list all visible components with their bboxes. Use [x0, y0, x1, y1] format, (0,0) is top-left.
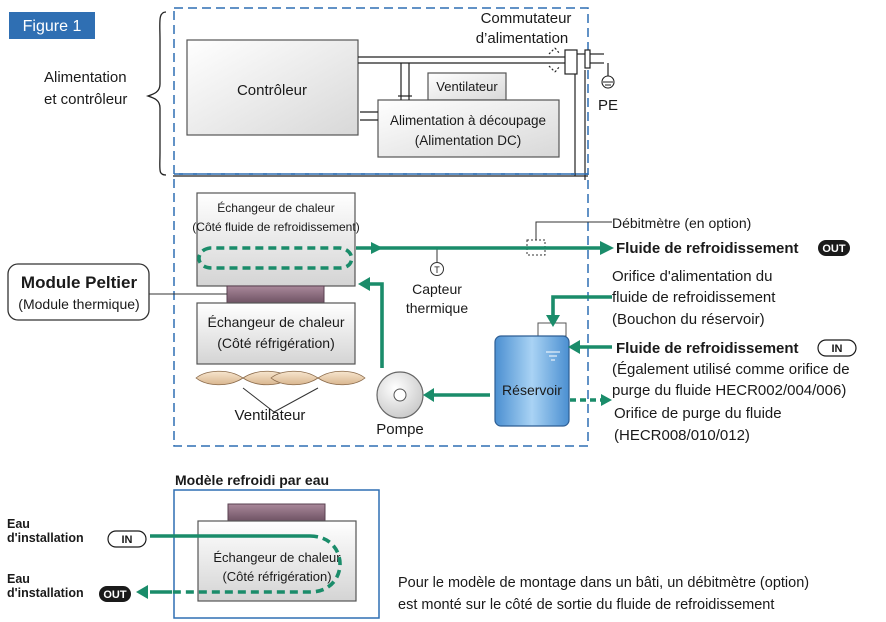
also-used-label-2: purge du fluide HECR002/004/006)	[612, 382, 846, 399]
cooling-section-border	[173, 173, 589, 447]
power-group-label-1: Alimentation	[44, 69, 127, 86]
pump-label: Pompe	[376, 421, 424, 438]
power-group-label-2: et contrôleur	[44, 91, 127, 108]
power-section-border	[173, 7, 589, 175]
water-in-label-1: Eau	[7, 517, 30, 531]
coolant-in-label: Fluide de refroidissement	[616, 340, 799, 357]
pe-label: PE	[598, 97, 618, 114]
water-badge-in-bg	[107, 530, 147, 548]
switch-label-2: d’alimentation	[476, 30, 569, 47]
fan-box-label: Ventilateur	[436, 79, 498, 94]
switch-label-1: Commutateur	[481, 10, 572, 27]
drain-label-1: Orifice de purge du fluide	[614, 405, 782, 422]
note-line-2: est monté sur le côté de sortie du fluid…	[398, 597, 774, 613]
flowmeter-leader	[535, 221, 612, 240]
water-cooled-hx-label-1: Échangeur de chaleur	[213, 550, 341, 565]
power-wiring	[173, 53, 609, 180]
supply-port-label-1: Orifice d'alimentation du	[612, 268, 772, 285]
reservoir-level-icon	[546, 351, 560, 361]
drain-label-2: (HECR008/010/012)	[614, 427, 750, 444]
power-switch-symbol	[548, 47, 561, 73]
controller-box	[186, 39, 359, 136]
supply-port-label-2: fluide de refroidissement	[612, 289, 776, 306]
coolant-arrowheads	[358, 241, 614, 406]
power-group-brace	[145, 11, 167, 176]
fans-leader	[242, 387, 319, 413]
sensor-icon	[430, 262, 444, 276]
fan-box	[427, 72, 507, 101]
water-flow	[150, 534, 342, 594]
psu-label-1: Alimentation à découpage	[390, 113, 546, 128]
water-cooled-hx-label-2: (Côté réfrigération)	[222, 569, 331, 584]
hx-fluid-label-2: (Côté fluide de refroidissement)	[192, 220, 359, 234]
water-cooled-border	[173, 489, 380, 619]
hx-ref-box	[196, 302, 356, 365]
badge-in-bg	[817, 339, 857, 357]
also-used-label-1: (Également utilisé comme orifice de	[612, 361, 850, 378]
ground-icon-lines	[603, 81, 613, 89]
note-line-1: Pour le modèle de montage dans un bâti, …	[398, 575, 809, 591]
hx-ref-label-2: (Côté réfrigération)	[217, 335, 335, 351]
controller-label: Contrôleur	[237, 82, 307, 99]
reservoir-label: Réservoir	[502, 382, 562, 398]
badge-out: OUT	[822, 243, 846, 255]
hx-fluid-label-1: Échangeur de chaleur	[217, 200, 334, 215]
fans-label: Ventilateur	[235, 407, 306, 424]
plug-connector	[584, 49, 591, 69]
coolant-flow	[197, 246, 612, 402]
peltier-subtitle: (Module thermique)	[18, 296, 139, 312]
badge-out-bg	[818, 240, 850, 256]
water-badge-out-bg	[99, 586, 131, 602]
pump-center	[393, 388, 407, 402]
psu-box	[377, 99, 560, 158]
water-out-label-1: Eau	[7, 572, 30, 586]
sensor-label-2: thermique	[406, 300, 468, 316]
figure-label-box	[9, 12, 95, 39]
hx-fluid-box	[196, 192, 356, 287]
water-flow-arrow	[136, 585, 148, 599]
plug-body	[564, 49, 578, 75]
reservoir-icon	[494, 335, 570, 427]
supply-port-label-3: (Bouchon du réservoir)	[612, 311, 765, 328]
water-cooled-peltier	[227, 503, 326, 522]
hx-ref-label-1: Échangeur de chaleur	[208, 314, 345, 330]
water-out-label-2: d'installation	[7, 586, 84, 600]
water-badge-out: OUT	[103, 589, 127, 601]
figure-label: Figure 1	[23, 18, 82, 35]
coolant-out-label: Fluide de refroidissement	[616, 240, 799, 257]
flowmeter-label: Débitmètre (en option)	[612, 215, 751, 231]
peltier-title: Module Peltier	[21, 273, 138, 292]
peltier-label-box	[7, 263, 150, 321]
water-cooled-title: Modèle refroidi par eau	[175, 472, 329, 488]
psu-label-2: (Alimentation DC)	[415, 133, 522, 148]
sensor-label-1: Capteur	[412, 281, 462, 297]
water-badge-in: IN	[122, 534, 133, 546]
badge-in: IN	[832, 343, 843, 355]
water-in-label-2: d'installation	[7, 531, 84, 545]
sensor-symbol: T	[434, 265, 440, 275]
peltier-module	[226, 285, 325, 304]
fan-blades-icon	[195, 370, 366, 386]
